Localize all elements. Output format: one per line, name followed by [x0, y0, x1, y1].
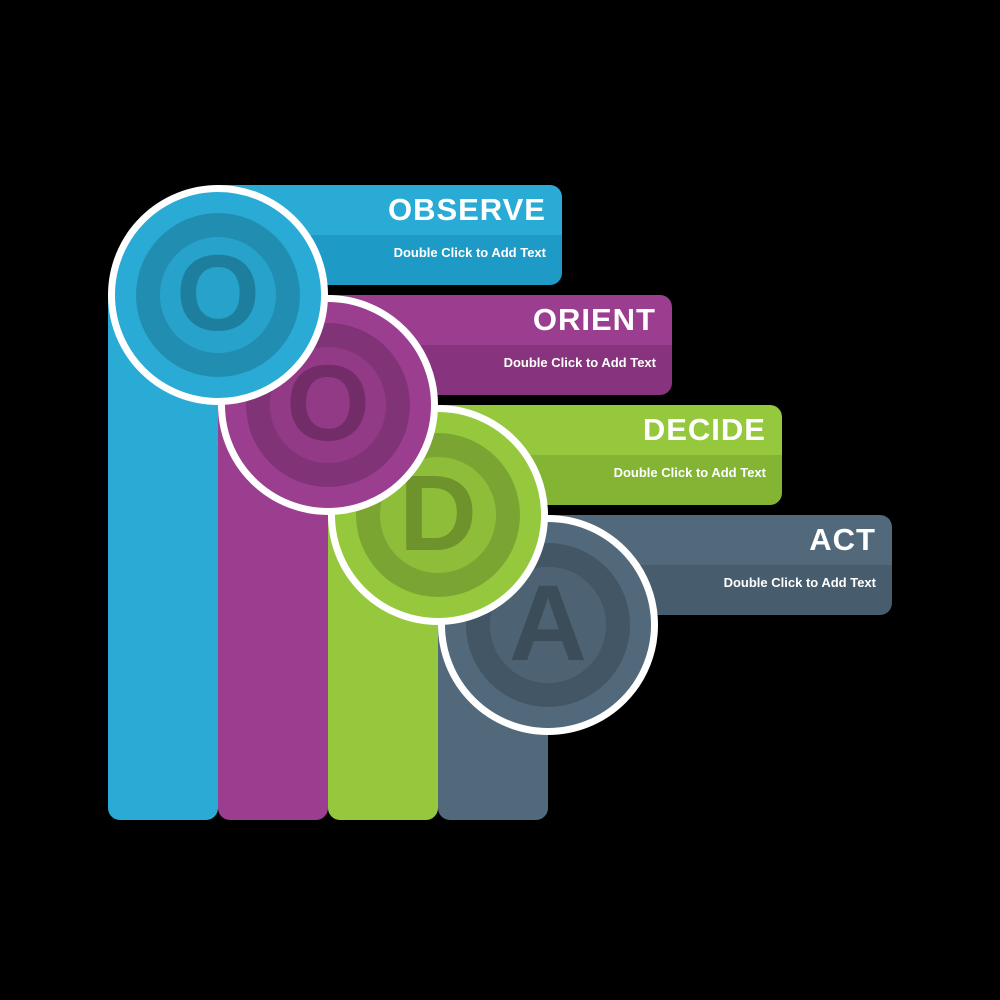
decide-title: DECIDE — [642, 412, 766, 447]
act-letter: A — [509, 562, 587, 683]
decide-letter: D — [399, 452, 477, 573]
act-title: ACT — [809, 522, 876, 557]
orient-title: ORIENT — [532, 302, 656, 337]
decide-circle: D — [328, 405, 548, 625]
observe-subtitle: Double Click to Add Text — [393, 245, 546, 260]
observe-circle: O — [108, 185, 328, 405]
observe-title: OBSERVE — [387, 192, 546, 227]
observe-circle-ring: O — [136, 213, 300, 377]
orient-subtitle: Double Click to Add Text — [503, 355, 656, 370]
decide-subtitle: Double Click to Add Text — [613, 465, 766, 480]
act-subtitle: Double Click to Add Text — [723, 575, 876, 590]
observe-letter: O — [175, 232, 260, 353]
